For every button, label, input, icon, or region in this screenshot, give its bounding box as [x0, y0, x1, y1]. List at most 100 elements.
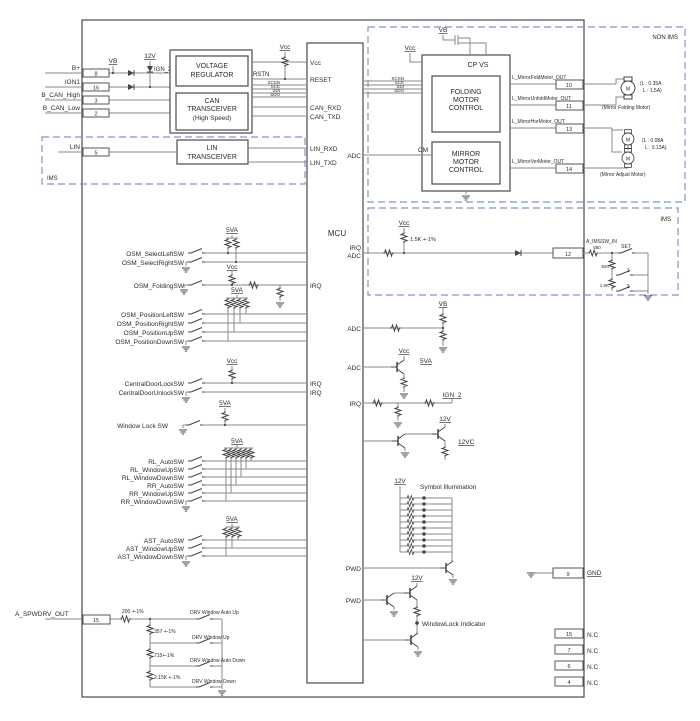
- mcu-port-can-txd: CAN_TXD: [310, 114, 341, 121]
- mcu-port-vcc: Vcc: [310, 60, 322, 67]
- osm-position-right-label: OSM_PositionRightSW: [117, 321, 185, 328]
- mcu-port-adc-vb: ADC: [347, 326, 361, 333]
- motor-m-2: M: [626, 138, 630, 144]
- fmc-line2: MOTOR: [453, 97, 479, 104]
- mcu-port-adc-ims: ADC: [347, 253, 361, 260]
- pin-14: 14: [566, 167, 572, 173]
- osm-folding-vcc: Vcc: [227, 264, 239, 271]
- pin-8: 8: [94, 72, 97, 78]
- fold-out-label: L_MirrorFoldMotor_OUT: [512, 75, 566, 81]
- rr-auto-label: RR_AutoSW: [147, 483, 185, 490]
- pin-12: 12: [565, 252, 571, 258]
- pin-6: 6: [567, 664, 570, 670]
- mcu-port-irq-lock: IRQ: [310, 381, 322, 388]
- row-12vc-label: 12VC: [458, 439, 475, 446]
- rear-window-group: 5VA RL_AutoSW RL_WindowUpSW RL_WindowDow…: [121, 438, 307, 512]
- adc-vcc-row: Vcc 5VA: [363, 348, 432, 399]
- adjust-current-b: L : 0.13A): [645, 145, 667, 151]
- vr-line2: REGULATOR: [191, 72, 234, 79]
- mirror-motor-control-block: [431, 141, 501, 185]
- drv-ladder-group: 15 A_SPWDRV_OUT 200 +-1% 357 +-1% 715+-1…: [15, 609, 245, 696]
- ims-right-label: IMS: [660, 217, 671, 223]
- pin-15-left-box: [82, 614, 111, 625]
- set-label: SET: [621, 244, 631, 250]
- drv-down-label: DRV Window Down: [192, 679, 236, 685]
- windowlock-indicator-chain: 12V WindowLock Indicator: [363, 575, 486, 657]
- lin-transceiver-block: LIN TRANSCEIVER: [176, 139, 249, 165]
- motor-output-wires: [510, 78, 629, 169]
- r18k-resistor: [608, 277, 616, 290]
- sw1-label: 1: [627, 268, 630, 274]
- mcu-port-can-rxd: CAN_RXD: [310, 105, 341, 112]
- fmc-line3: CONTROL: [449, 105, 483, 112]
- can-low-label: B_CAN_Low: [43, 105, 81, 112]
- can-high-label: B_CAN_High: [41, 92, 80, 99]
- mmc-line2: MOTOR: [453, 159, 479, 166]
- adjust-caption: (Mirror Adjust Motor): [600, 172, 646, 178]
- motor-output-pin-boxes: 10 11 13 14: [555, 79, 584, 174]
- osm-position-down-label: OSM_PositionDownSW: [115, 339, 184, 346]
- osm-position-group: 5VA OSM_PositionLeftSW OSM_PositionRight…: [115, 287, 307, 352]
- can-line2: TRANSCEIVER: [187, 106, 237, 113]
- r357-value: 357 +-1%: [154, 629, 176, 635]
- mmc-line3: CONTROL: [449, 167, 483, 174]
- adjust-current-a: (L : 0.08A: [642, 138, 664, 144]
- central-vcc: Vcc: [227, 358, 239, 365]
- symbol-illumination-label: Symbol Illumination: [420, 484, 477, 491]
- spi-sdi-left: SDI: [272, 88, 280, 93]
- driver-vcc-label: Vcc: [405, 45, 417, 52]
- nc-label-2: N.C: [587, 648, 599, 655]
- row-vcc-label: Vcc: [399, 348, 411, 355]
- folding-caption: (Mirror Folding Motor): [602, 105, 651, 111]
- osm-select-group: 5VA OSM_SelectLeftSW OSM_SelectRightSW: [122, 227, 307, 273]
- nc-label-4: N.C: [587, 680, 599, 687]
- cm-signal-label: CM: [418, 147, 428, 154]
- can-line1: CAN: [205, 98, 220, 105]
- mcu-port-irq-unlock: IRQ: [310, 390, 322, 397]
- driver-vb-label: VB: [439, 27, 448, 34]
- pin-6-box: [554, 660, 584, 671]
- ign1-label: IGN1: [65, 79, 81, 86]
- ast-window-group: 5VA AST_AutoSW AST_WindowUpSW AST_Window…: [118, 516, 307, 567]
- osm-select-left-label: OSM_SelectLeftSW: [126, 251, 185, 258]
- drv-auto-down-label: DRV Window Auto Down: [190, 658, 245, 664]
- right-pin-column: 9 GND 15 N.C 7 N.C 6 N.C 4 N.C: [526, 567, 602, 687]
- mcu-port-adc-vcc: ADC: [347, 365, 361, 372]
- r215-value: 2.15K +-1%: [154, 675, 181, 681]
- gnd-label: GND: [587, 570, 602, 577]
- windowlock-indicator-label: WindowLock Indicator: [422, 621, 486, 628]
- mcu-port-pwd-1: PWD: [346, 566, 361, 573]
- r680-resistor: [587, 249, 599, 257]
- ver-out-label: L_MirrorVerMotor_OUT: [512, 159, 564, 165]
- r820-resistor: [608, 258, 616, 271]
- r200-value: 200 +-1%: [122, 609, 144, 615]
- pin-12-box: [552, 247, 584, 259]
- sw2-label: 2: [627, 284, 630, 290]
- central-unlock-label: CentralDoorUnlockSW: [119, 390, 185, 397]
- osm-select-right-label: OSM_SelectRightSW: [122, 260, 185, 267]
- windowlock-12v-label: 12V: [411, 575, 423, 582]
- spi-sdi-right: SDI: [396, 84, 404, 89]
- regulator-to-mcu-wires: [248, 52, 307, 163]
- ims-vcc-label: Vcc: [399, 220, 411, 227]
- mmc-line1: MIRROR: [452, 151, 480, 158]
- vb-rail-label: VB: [109, 58, 118, 65]
- ast-5va: 5VA: [226, 516, 238, 523]
- mcu-port-irq-ims: IRQ: [349, 245, 361, 252]
- adc-vb-row: VB: [363, 301, 448, 353]
- regulator-can-container: VOLTAGE REGULATOR CAN TRANSCEIVER (High …: [169, 49, 253, 134]
- nc-label-3: N.C: [587, 664, 599, 671]
- mcu-port-adc-cm: ADC: [347, 153, 361, 160]
- ims-left-region: [41, 136, 306, 185]
- window-lock-label: Window Lock SW: [117, 423, 169, 430]
- illumination-12v-label: 12V: [394, 478, 406, 485]
- ims-ground: [643, 295, 653, 301]
- pin-5: 5: [94, 151, 97, 157]
- mcu-block: MCU Vcc RESET CAN_RXD CAN_TXD LIN_RXD LI…: [306, 42, 364, 684]
- unfold-out-label: L_MirrorUnfoldMotor_OUT: [512, 96, 571, 102]
- pin-4-box: [554, 676, 584, 687]
- mcu-port-irq-ign: IRQ: [349, 401, 361, 408]
- rstn-label: RSTN: [253, 72, 269, 78]
- v12c-row: 12V 12VC: [363, 416, 475, 460]
